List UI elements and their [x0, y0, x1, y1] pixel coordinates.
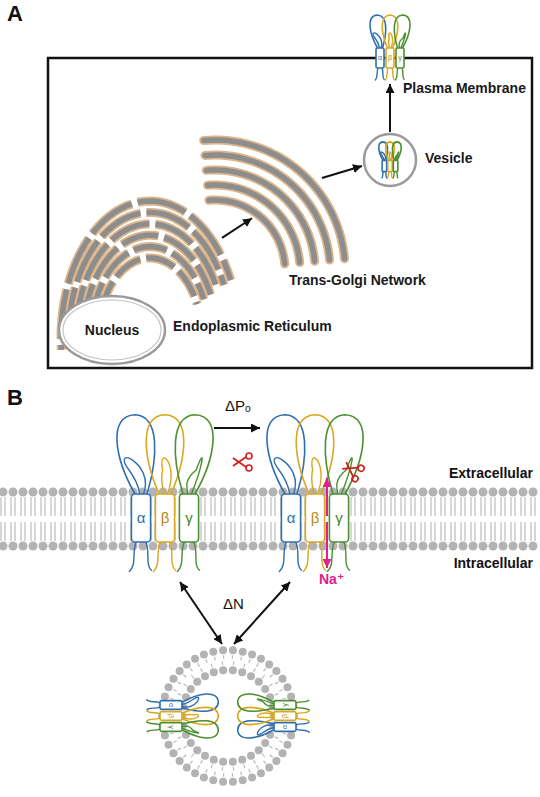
subunit-letter: γ: [335, 510, 343, 527]
subunit-letter: β: [281, 714, 289, 718]
cell-outline: [48, 58, 532, 368]
node-label: Nucleus: [85, 322, 139, 338]
subunit-letter: α: [137, 510, 146, 527]
enac-channel: [238, 694, 310, 738]
sodium-flux-arrow: [326, 522, 328, 568]
subunit-letter: α: [287, 510, 296, 527]
protease-scissors: [340, 458, 365, 483]
transport-arrow: [322, 166, 362, 178]
nucleus-outline: [57, 294, 167, 366]
enac-channel: [267, 415, 363, 572]
subunit-letter: β: [311, 510, 320, 527]
node-label: Vesicle: [424, 150, 474, 166]
sodium-flux-arrow: [326, 478, 328, 516]
subunit-letter: β: [167, 714, 175, 718]
panel-letter: B: [6, 386, 24, 410]
node-label: Endoplasmic Reticulum: [172, 318, 333, 334]
annotation-label: Na⁺: [318, 572, 345, 587]
er-node: Endoplasmic Reticulum: [60, 200, 222, 350]
subunit-letter: α: [378, 54, 382, 62]
enac-channel: [379, 142, 401, 179]
golgi-stack: [204, 140, 345, 264]
enac-channel: [117, 415, 213, 572]
panel-letter: A: [6, 2, 24, 26]
subunit-letter: γ: [167, 725, 175, 729]
nucleus-node: Nucleus: [57, 294, 167, 366]
vesicle-node: Vesicle: [362, 132, 418, 188]
annotation-label: Extracellular: [448, 466, 534, 481]
node-label: Plasma Membrane: [402, 80, 527, 96]
subunit-letter: β: [388, 54, 392, 62]
subunit-letter: γ: [281, 703, 289, 707]
golgi-node: Trans-Golgi Network: [252, 140, 322, 265]
transition-arrow: [214, 427, 260, 429]
vesicle-bilayer: [158, 646, 298, 786]
annotation-label: Intracellular: [453, 556, 534, 571]
enac-channel: [370, 15, 410, 81]
enac-channel: [146, 694, 218, 738]
node-label: Trans-Golgi Network: [288, 272, 427, 288]
lipid-bilayer: [0, 488, 538, 551]
subunit-letter: α: [167, 703, 175, 707]
er-cisternae: [61, 201, 231, 350]
subunit-letter: β: [161, 510, 170, 527]
trafficking-arrow: [180, 582, 222, 644]
trafficking-arrow: [234, 582, 290, 644]
annotation-label: ΔN: [222, 596, 245, 613]
transport-arrow: [222, 218, 252, 238]
subunit-letter: α: [281, 725, 289, 729]
membrane-node: Plasma Membrane: [368, 14, 412, 84]
subunit-letter: γ: [185, 510, 193, 527]
protease-scissors: [233, 453, 252, 471]
vesicle-outline: [362, 132, 418, 188]
transport-arrow: [389, 84, 391, 132]
annotation-label: ΔPₒ: [224, 398, 252, 415]
subunit-letter: γ: [398, 54, 402, 62]
